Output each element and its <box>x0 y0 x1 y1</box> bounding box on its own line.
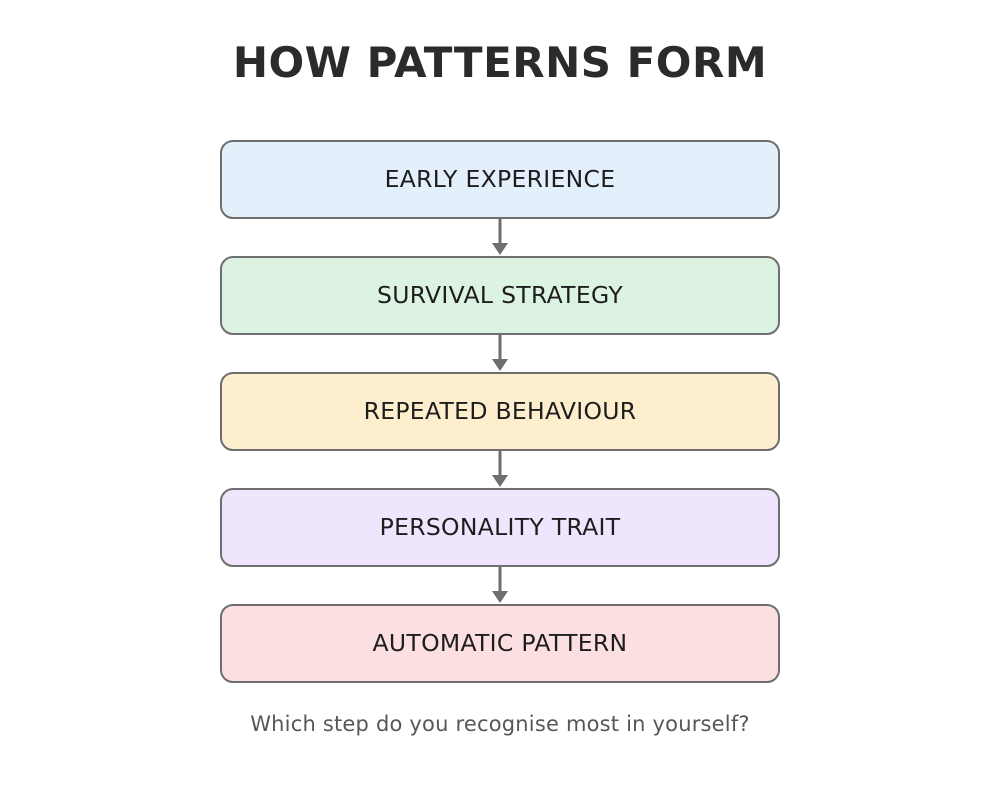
flow-step-label: SURVIVAL STRATEGY <box>377 280 623 309</box>
arrow-down-icon <box>492 335 508 371</box>
flow-arrow-2 <box>220 335 780 372</box>
flow-step-label: PERSONALITY TRAIT <box>379 512 621 541</box>
flow-arrow-1 <box>220 219 780 256</box>
flow-step-automatic-pattern[interactable]: AUTOMATIC PATTERN <box>220 604 780 683</box>
flow-step-early-experience[interactable]: EARLY EXPERIENCE <box>220 140 780 219</box>
diagram-caption: Which step do you recognise most in your… <box>250 712 750 736</box>
flow-arrow-4 <box>220 567 780 604</box>
flow-step-list: EARLY EXPERIENCE SURVIVAL STRATEGY REPEA… <box>220 140 780 683</box>
flow-arrow-3 <box>220 451 780 488</box>
arrow-down-icon <box>492 219 508 255</box>
flow-step-personality-trait[interactable]: PERSONALITY TRAIT <box>220 488 780 567</box>
page-title: HOW PATTERNS FORM <box>232 38 768 87</box>
flow-step-label: REPEATED BEHAVIOUR <box>363 396 637 425</box>
flow-step-label: EARLY EXPERIENCE <box>384 164 616 193</box>
flow-step-repeated-behaviour[interactable]: REPEATED BEHAVIOUR <box>220 372 780 451</box>
flow-step-label: AUTOMATIC PATTERN <box>372 628 628 657</box>
arrow-down-icon <box>492 567 508 603</box>
arrow-down-icon <box>492 451 508 487</box>
flow-step-survival-strategy[interactable]: SURVIVAL STRATEGY <box>220 256 780 335</box>
